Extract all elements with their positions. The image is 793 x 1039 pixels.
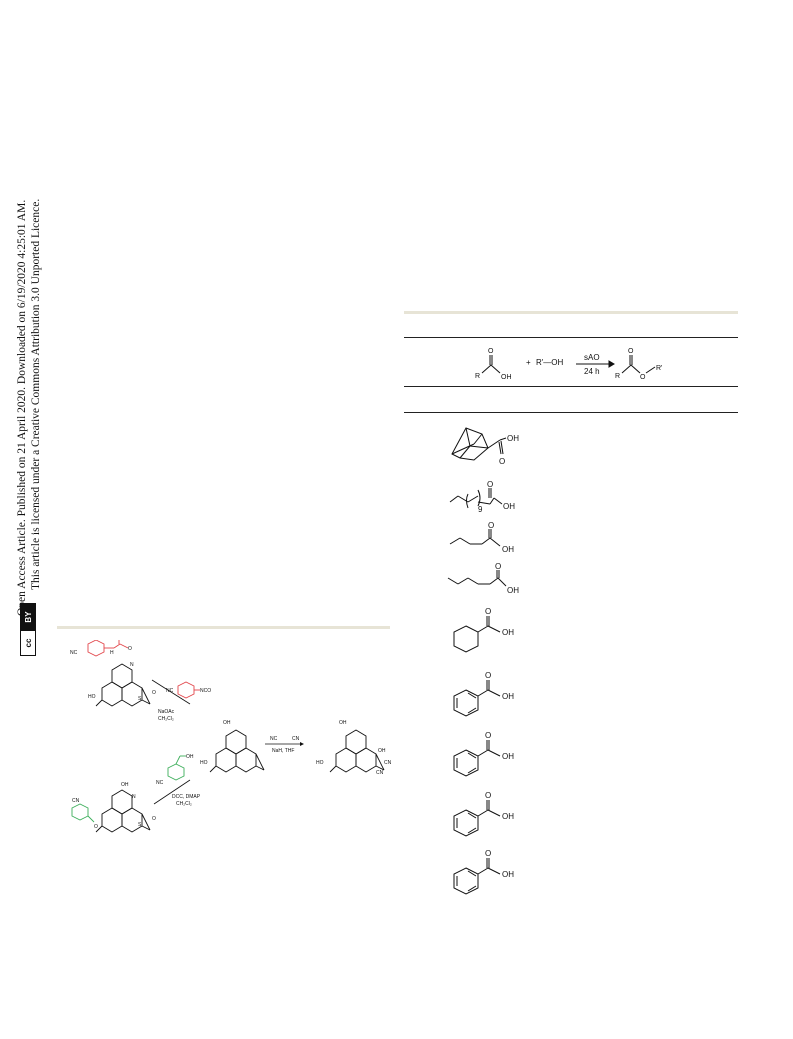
svg-text:O: O [128, 646, 132, 652]
svg-text:24 h: 24 h [584, 367, 600, 376]
substrate-benzoic-acid-2: O OH [453, 731, 514, 777]
table-rule-1 [404, 337, 738, 338]
svg-text:O: O [152, 816, 156, 822]
svg-text:OH: OH [502, 545, 514, 554]
table-rule-2 [404, 386, 738, 387]
svg-text:OH: OH [121, 782, 129, 788]
svg-text:R: R [475, 373, 480, 380]
substrate-benzoic-acid-1: O OH [453, 671, 514, 717]
notice-line-published: Open Access Article. Published on 21 Apr… [16, 199, 28, 616]
svg-text:CN: CN [376, 770, 384, 776]
svg-text:O: O [640, 374, 646, 381]
svg-text:H: H [110, 650, 114, 656]
svg-text:R': R' [656, 365, 662, 372]
svg-text:N: N [130, 662, 134, 668]
cc-by-license-badge[interactable]: cc BY [20, 603, 36, 656]
svg-text:CN: CN [292, 736, 300, 742]
svg-text:O: O [488, 348, 494, 355]
svg-text:NaOAc: NaOAc [158, 709, 175, 715]
by-icon: BY [21, 604, 35, 630]
svg-text:O: O [485, 849, 491, 858]
svg-text:OH: OH [502, 628, 514, 637]
svg-text:NC: NC [270, 736, 278, 742]
svg-text:NaH, THF: NaH, THF [272, 748, 294, 754]
svg-text:O: O [94, 824, 98, 830]
svg-text:O: O [485, 791, 491, 800]
svg-text:NC: NC [70, 650, 78, 656]
substrate-adamantane-carboxylic-acid: OH O [451, 427, 519, 466]
svg-text:OH: OH [223, 720, 231, 726]
notice-line-licence[interactable]: This article is licensed under a Creativ… [30, 198, 42, 590]
svg-text:NCO: NCO [200, 688, 211, 694]
substrate-benzoic-acid-4: O OH [453, 849, 514, 895]
open-access-notice: Open Access Article. Published on 21 Apr… [0, 0, 60, 660]
table-rule-3 [404, 412, 738, 413]
svg-text:HO: HO [200, 760, 208, 766]
svg-text:OH: OH [507, 434, 519, 443]
svg-text:R'—OH: R'—OH [536, 358, 564, 367]
svg-text:O: O [487, 480, 493, 489]
svg-text:O: O [152, 690, 156, 696]
svg-text:OH: OH [502, 812, 514, 821]
svg-text:OH: OH [507, 586, 519, 595]
svg-text:OH: OH [502, 692, 514, 701]
svg-text:O: O [485, 607, 491, 616]
svg-text:CN: CN [384, 760, 392, 766]
svg-text:OH: OH [502, 870, 514, 879]
svg-text:O: O [485, 731, 491, 740]
svg-text:9: 9 [478, 505, 483, 514]
svg-text:R: R [615, 373, 620, 380]
svg-text:NC: NC [156, 780, 164, 786]
svg-text:O: O [628, 348, 634, 355]
substrate-benzoic-acid-3: O OH [453, 791, 514, 837]
svg-text:OH: OH [339, 720, 347, 726]
svg-text:DCC, DMAP: DCC, DMAP [172, 794, 201, 800]
substrate-valeric-acid: O OH [447, 562, 519, 595]
substrate-lauric-acid: O 9 OH [449, 480, 515, 514]
svg-text:CN: CN [72, 798, 80, 804]
substrate-cyclohexanecarboxylic-acid: O OH [453, 607, 514, 653]
svg-text:OH: OH [502, 752, 514, 761]
substrate-butyric-acid: O OH [449, 522, 514, 554]
cc-icon: cc [21, 630, 35, 655]
svg-text:O: O [499, 457, 505, 466]
svg-text:O: O [488, 522, 494, 530]
svg-text:S: S [138, 822, 142, 828]
general-esterification-reaction: O R OH + R'—OH sAO 24 h O R O R' [475, 348, 662, 381]
svg-text:HO: HO [316, 760, 324, 766]
derivatization-scheme: NC H O N HO S O NC NCO NaOAc CH₂Cl₂ OH H… [70, 640, 392, 833]
svg-text:HO: HO [88, 694, 96, 700]
svg-text:N: N [132, 794, 136, 800]
svg-text:O: O [495, 562, 501, 571]
svg-text:S: S [138, 696, 142, 702]
svg-text:OH: OH [378, 748, 386, 754]
svg-text:OH: OH [186, 754, 194, 760]
table-top-shading [404, 311, 738, 314]
svg-text:sAO: sAO [584, 353, 600, 362]
svg-text:OH: OH [501, 374, 512, 381]
svg-text:OH: OH [503, 502, 515, 511]
svg-text:O: O [485, 671, 491, 680]
svg-text:CH₂Cl₂: CH₂Cl₂ [158, 716, 174, 722]
svg-text:CH₂Cl₂: CH₂Cl₂ [176, 801, 192, 807]
scheme-top-shading [57, 626, 390, 629]
svg-text:+: + [526, 358, 531, 367]
